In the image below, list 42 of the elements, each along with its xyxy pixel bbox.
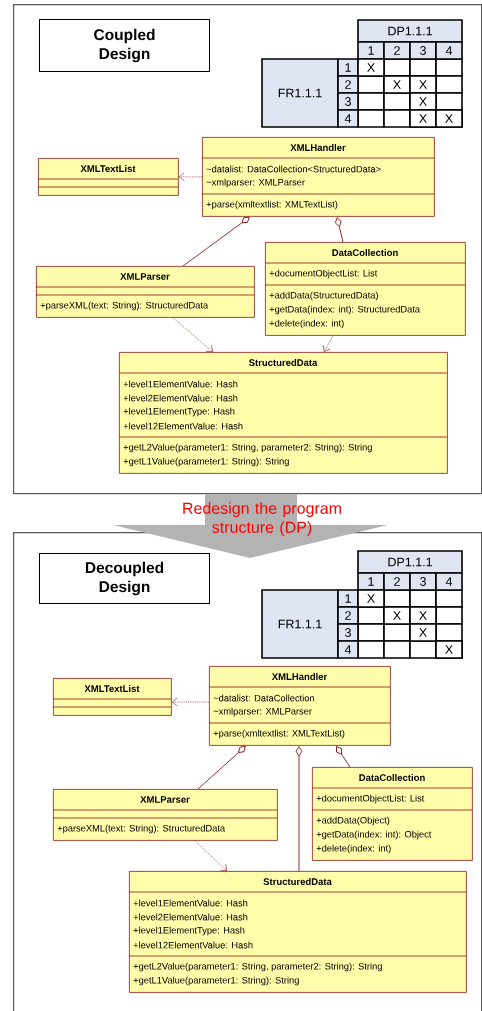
class-box: DataCollection +documentObjectList: List +addData(Object) +getData(index: int): Object +delete(index: int) bbox=[311, 767, 473, 861]
table-cell: 3 bbox=[337, 92, 359, 111]
dependency-arrow bbox=[172, 697, 210, 707]
dependency-arrow bbox=[179, 172, 203, 182]
aggregation-line bbox=[197, 745, 246, 790]
table-cell: 4 bbox=[435, 41, 463, 60]
dependency-arrow bbox=[172, 317, 213, 352]
table-cell: 1 bbox=[337, 58, 359, 77]
title-box: Decoupled Design bbox=[39, 553, 210, 604]
table-cell: FR1.1.1 bbox=[261, 58, 339, 128]
class-box: DataCollection +documentObjectList: List +addData(StructuredData) +getData(index: int): StructuredData +delete(index: int) bbox=[264, 242, 466, 336]
class-box: XMLTextList bbox=[52, 678, 172, 716]
table-cell: 2 bbox=[337, 75, 359, 94]
aggregation-line bbox=[334, 217, 344, 243]
aggregation-line bbox=[336, 746, 351, 768]
table-cell: 1 bbox=[337, 589, 359, 608]
aggregation-line bbox=[295, 746, 303, 872]
table-cell: 3 bbox=[409, 572, 437, 591]
table-cell: 4 bbox=[337, 109, 359, 128]
class-box: XMLHandler ~datalist: DataCollection<StructuredData> ~xmlparser: XMLParser +parse(xmltextlist: XMLTextList) bbox=[201, 137, 435, 217]
table-cell: 2 bbox=[337, 606, 359, 625]
dependency-arrow bbox=[322, 335, 334, 352]
table-cell: 4 bbox=[435, 572, 463, 591]
table-cell: 3 bbox=[337, 623, 359, 642]
aggregation-line bbox=[182, 216, 250, 267]
title-box: Coupled Design bbox=[39, 19, 210, 72]
table-cell: 4 bbox=[337, 640, 359, 659]
table-cell: 3 bbox=[409, 41, 437, 60]
table-cell: 2 bbox=[383, 572, 411, 591]
table-cell: 1 bbox=[357, 572, 385, 591]
class-box: StructuredData +level1ElementValue: Hash +level2ElementValue: Hash +level1ElementType: Hash +level12ElementValue: Hash +getL2Value(parameter1: String, parameter2: String): String +getL1Value(parameter1: String): String bbox=[118, 352, 448, 474]
table-cell: 1 bbox=[357, 41, 385, 60]
table-cell: FR1.1.1 bbox=[261, 589, 339, 659]
edge-label: Redesign the program structure (DP) bbox=[183, 502, 341, 537]
table-cell: 2 bbox=[383, 41, 411, 60]
block-arrow bbox=[113, 494, 388, 558]
dependency-arrow bbox=[194, 840, 227, 871]
class-box: XMLParser +parseXML(text: String): StructuredData bbox=[52, 789, 278, 841]
class-box: XMLHandler ~datalist: DataCollection ~xmlparser: XMLParser +parse(xmltextlist: XMLTextList) bbox=[208, 666, 391, 746]
class-box: XMLParser +parseXML(text: String): StructuredData bbox=[35, 266, 255, 318]
class-box: StructuredData +level1ElementValue: Hash +level2ElementValue: Hash +level1ElementType: Hash +level12ElementValue: Hash +getL2Value(parameter1: String, parameter2: String): String +getL1Value(parameter1: String): String bbox=[128, 871, 467, 993]
class-box: XMLTextList bbox=[37, 158, 179, 196]
